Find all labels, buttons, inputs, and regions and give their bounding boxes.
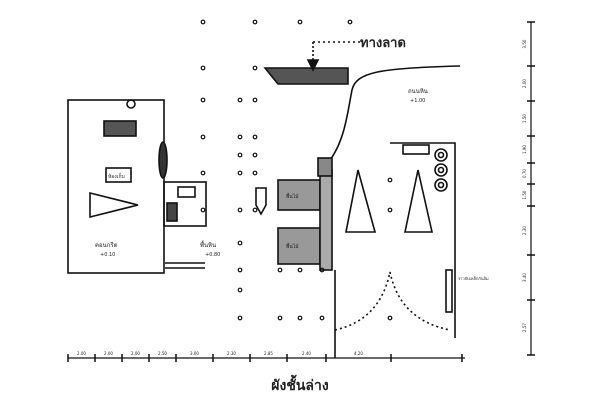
bottom-dimension-label: 4.20 bbox=[354, 351, 363, 356]
column-dot bbox=[297, 19, 303, 25]
column-dot bbox=[237, 240, 243, 246]
bottom-dimension-label: 2.00 bbox=[77, 351, 86, 356]
column-dot bbox=[277, 267, 283, 273]
column-dot bbox=[387, 207, 393, 213]
shield-post bbox=[255, 187, 267, 216]
column-dot bbox=[252, 97, 258, 103]
column-dot bbox=[200, 97, 206, 103]
left-box-label: ห้องเก็บ bbox=[108, 172, 125, 180]
column-dot bbox=[200, 19, 206, 25]
room-lower-label: พื้นไม้ bbox=[286, 241, 299, 250]
bench bbox=[402, 144, 430, 155]
column-dot bbox=[237, 97, 243, 103]
column-dot bbox=[237, 152, 243, 158]
right-hall-label: ถนนหิน bbox=[408, 88, 428, 95]
column-dot bbox=[252, 207, 258, 213]
arrow-head-icon bbox=[306, 59, 320, 72]
right-dimension-label: 2.57 bbox=[522, 323, 527, 332]
stage-block bbox=[103, 120, 137, 137]
oval-opening bbox=[158, 141, 168, 179]
bottom-dimension-label: 2.85 bbox=[264, 351, 273, 356]
tanks bbox=[434, 148, 448, 192]
room-upper-label: พื้นไม้ bbox=[286, 191, 299, 200]
column-dots bbox=[200, 19, 393, 321]
stone-floor-level: +0.80 bbox=[205, 252, 220, 258]
well-icon bbox=[126, 99, 136, 109]
column-dot bbox=[252, 170, 258, 176]
bottom-dimension-label: 2.40 bbox=[302, 351, 311, 356]
right-dimension-label: 3.40 bbox=[522, 273, 527, 282]
column-dot bbox=[252, 134, 258, 140]
rail bbox=[445, 269, 453, 313]
ramp-label: ทางลาด bbox=[360, 36, 406, 51]
door-swing bbox=[334, 271, 451, 331]
column-dot bbox=[237, 315, 243, 321]
bottom-dimension-label: 2.00 bbox=[131, 351, 140, 356]
column-dot bbox=[319, 315, 325, 321]
column-dot bbox=[200, 65, 206, 71]
right-dimension-label: 3.50 bbox=[522, 39, 527, 48]
column-dot bbox=[319, 267, 325, 273]
column-dot bbox=[297, 267, 303, 273]
column-dot bbox=[252, 152, 258, 158]
room-lower bbox=[277, 227, 321, 265]
triangle-a bbox=[345, 169, 377, 233]
column-dot bbox=[252, 65, 258, 71]
right-dimension-label: 2.30 bbox=[522, 226, 527, 235]
bottom-dimension-label: 2.50 bbox=[158, 351, 167, 356]
right-hall-level: +1.00 bbox=[410, 98, 425, 104]
right-dimension-label: 2.00 bbox=[522, 79, 527, 88]
dimension-ticks bbox=[67, 21, 535, 362]
plan-title: ผังชั้นล่าง bbox=[271, 374, 329, 394]
stone-floor-label: พื้นหิน bbox=[200, 239, 216, 249]
stairs bbox=[317, 157, 333, 177]
right-dimension-label: 1.50 bbox=[522, 114, 527, 123]
small-box bbox=[105, 167, 132, 183]
column-dot bbox=[387, 177, 393, 183]
right-dimension-label: 1.50 bbox=[522, 190, 527, 199]
annex bbox=[163, 181, 207, 227]
column-dot bbox=[237, 207, 243, 213]
ramp bbox=[263, 67, 349, 85]
column-dot bbox=[237, 287, 243, 293]
column-dot bbox=[237, 170, 243, 176]
annex-window bbox=[177, 186, 196, 198]
right-dimension-label: 1.90 bbox=[522, 145, 527, 154]
curved-path bbox=[329, 65, 461, 161]
column-dot bbox=[277, 315, 283, 321]
entry-steps bbox=[165, 262, 205, 269]
walkway bbox=[319, 169, 333, 271]
column-dot bbox=[200, 170, 206, 176]
triangle-left bbox=[89, 191, 139, 219]
column-dot bbox=[200, 134, 206, 140]
column-dot bbox=[297, 315, 303, 321]
column-dot bbox=[387, 315, 393, 321]
room-upper bbox=[277, 179, 321, 211]
bottom-dimension-label: 2.30 bbox=[227, 351, 236, 356]
bottom-dimension-label: 2.00 bbox=[104, 351, 113, 356]
triangle-b bbox=[404, 169, 434, 233]
left-hall-level: +0.10 bbox=[100, 252, 115, 258]
dark-door bbox=[166, 202, 178, 222]
right-dimension-label: 0.70 bbox=[522, 169, 527, 178]
right-hall-walls bbox=[334, 142, 456, 358]
column-dot bbox=[200, 207, 206, 213]
left-hall-label: คอนกรีต bbox=[95, 241, 118, 249]
column-dot bbox=[237, 134, 243, 140]
rail-note: ราวจับเหล็กกันล้ม bbox=[458, 275, 489, 281]
column-dot bbox=[347, 19, 353, 25]
column-dot bbox=[237, 267, 243, 273]
bottom-dimension-label: 3.00 bbox=[190, 351, 199, 356]
column-dot bbox=[252, 19, 258, 25]
